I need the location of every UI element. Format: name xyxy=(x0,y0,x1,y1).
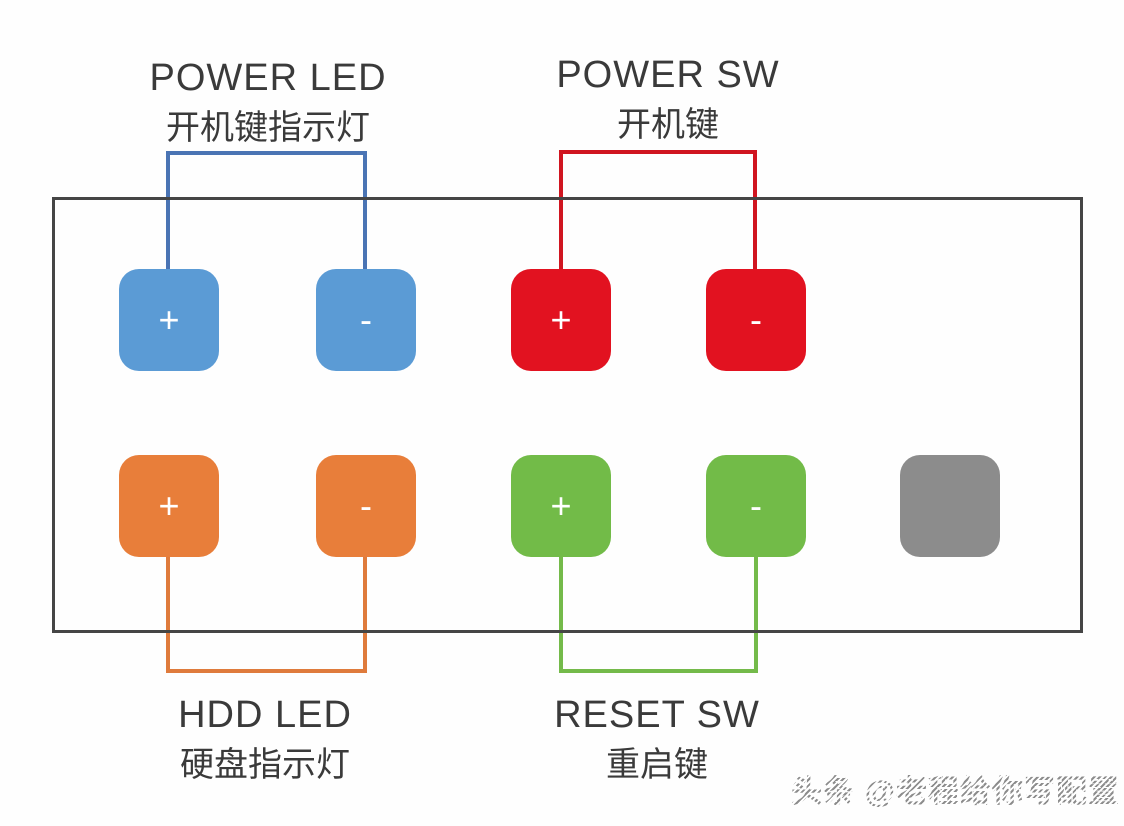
pin-power-led-minus: - xyxy=(316,269,416,371)
pin-reset-sw-plus: + xyxy=(511,455,611,557)
power-led-label: POWER LED 开机键指示灯 xyxy=(108,55,428,149)
power-led-bracket xyxy=(166,151,367,271)
power-sw-label-en: POWER SW xyxy=(556,54,780,96)
power-led-label-en: POWER LED xyxy=(149,57,387,99)
pin-power-led-plus: + xyxy=(119,269,219,371)
pin-hdd-led-minus: - xyxy=(316,455,416,557)
power-sw-label: POWER SW 开机键 xyxy=(508,52,828,146)
pin-hdd-led-plus: + xyxy=(119,455,219,557)
hdd-led-bracket xyxy=(166,556,367,673)
watermark-text: 头条 @老程给你写配置 xyxy=(770,766,1120,811)
pin-reset-sw-minus: - xyxy=(706,455,806,557)
reset-sw-label: RESET SW 重启键 xyxy=(497,692,817,786)
hdd-led-label: HDD LED 硬盘指示灯 xyxy=(105,692,425,786)
reset-sw-bracket xyxy=(559,556,758,673)
pin-power-sw-minus: - xyxy=(706,269,806,371)
hdd-led-label-en: HDD LED xyxy=(178,694,352,736)
power-led-label-zh: 开机键指示灯 xyxy=(166,108,370,147)
power-sw-bracket xyxy=(559,150,757,271)
power-sw-label-zh: 开机键 xyxy=(617,105,719,144)
reset-sw-label-zh: 重启键 xyxy=(606,745,708,784)
reset-sw-label-en: RESET SW xyxy=(554,694,760,736)
pin-power-sw-plus: + xyxy=(511,269,611,371)
header-block-outline xyxy=(52,197,1083,633)
hdd-led-label-zh: 硬盘指示灯 xyxy=(180,745,350,784)
pin-unused xyxy=(900,455,1000,557)
